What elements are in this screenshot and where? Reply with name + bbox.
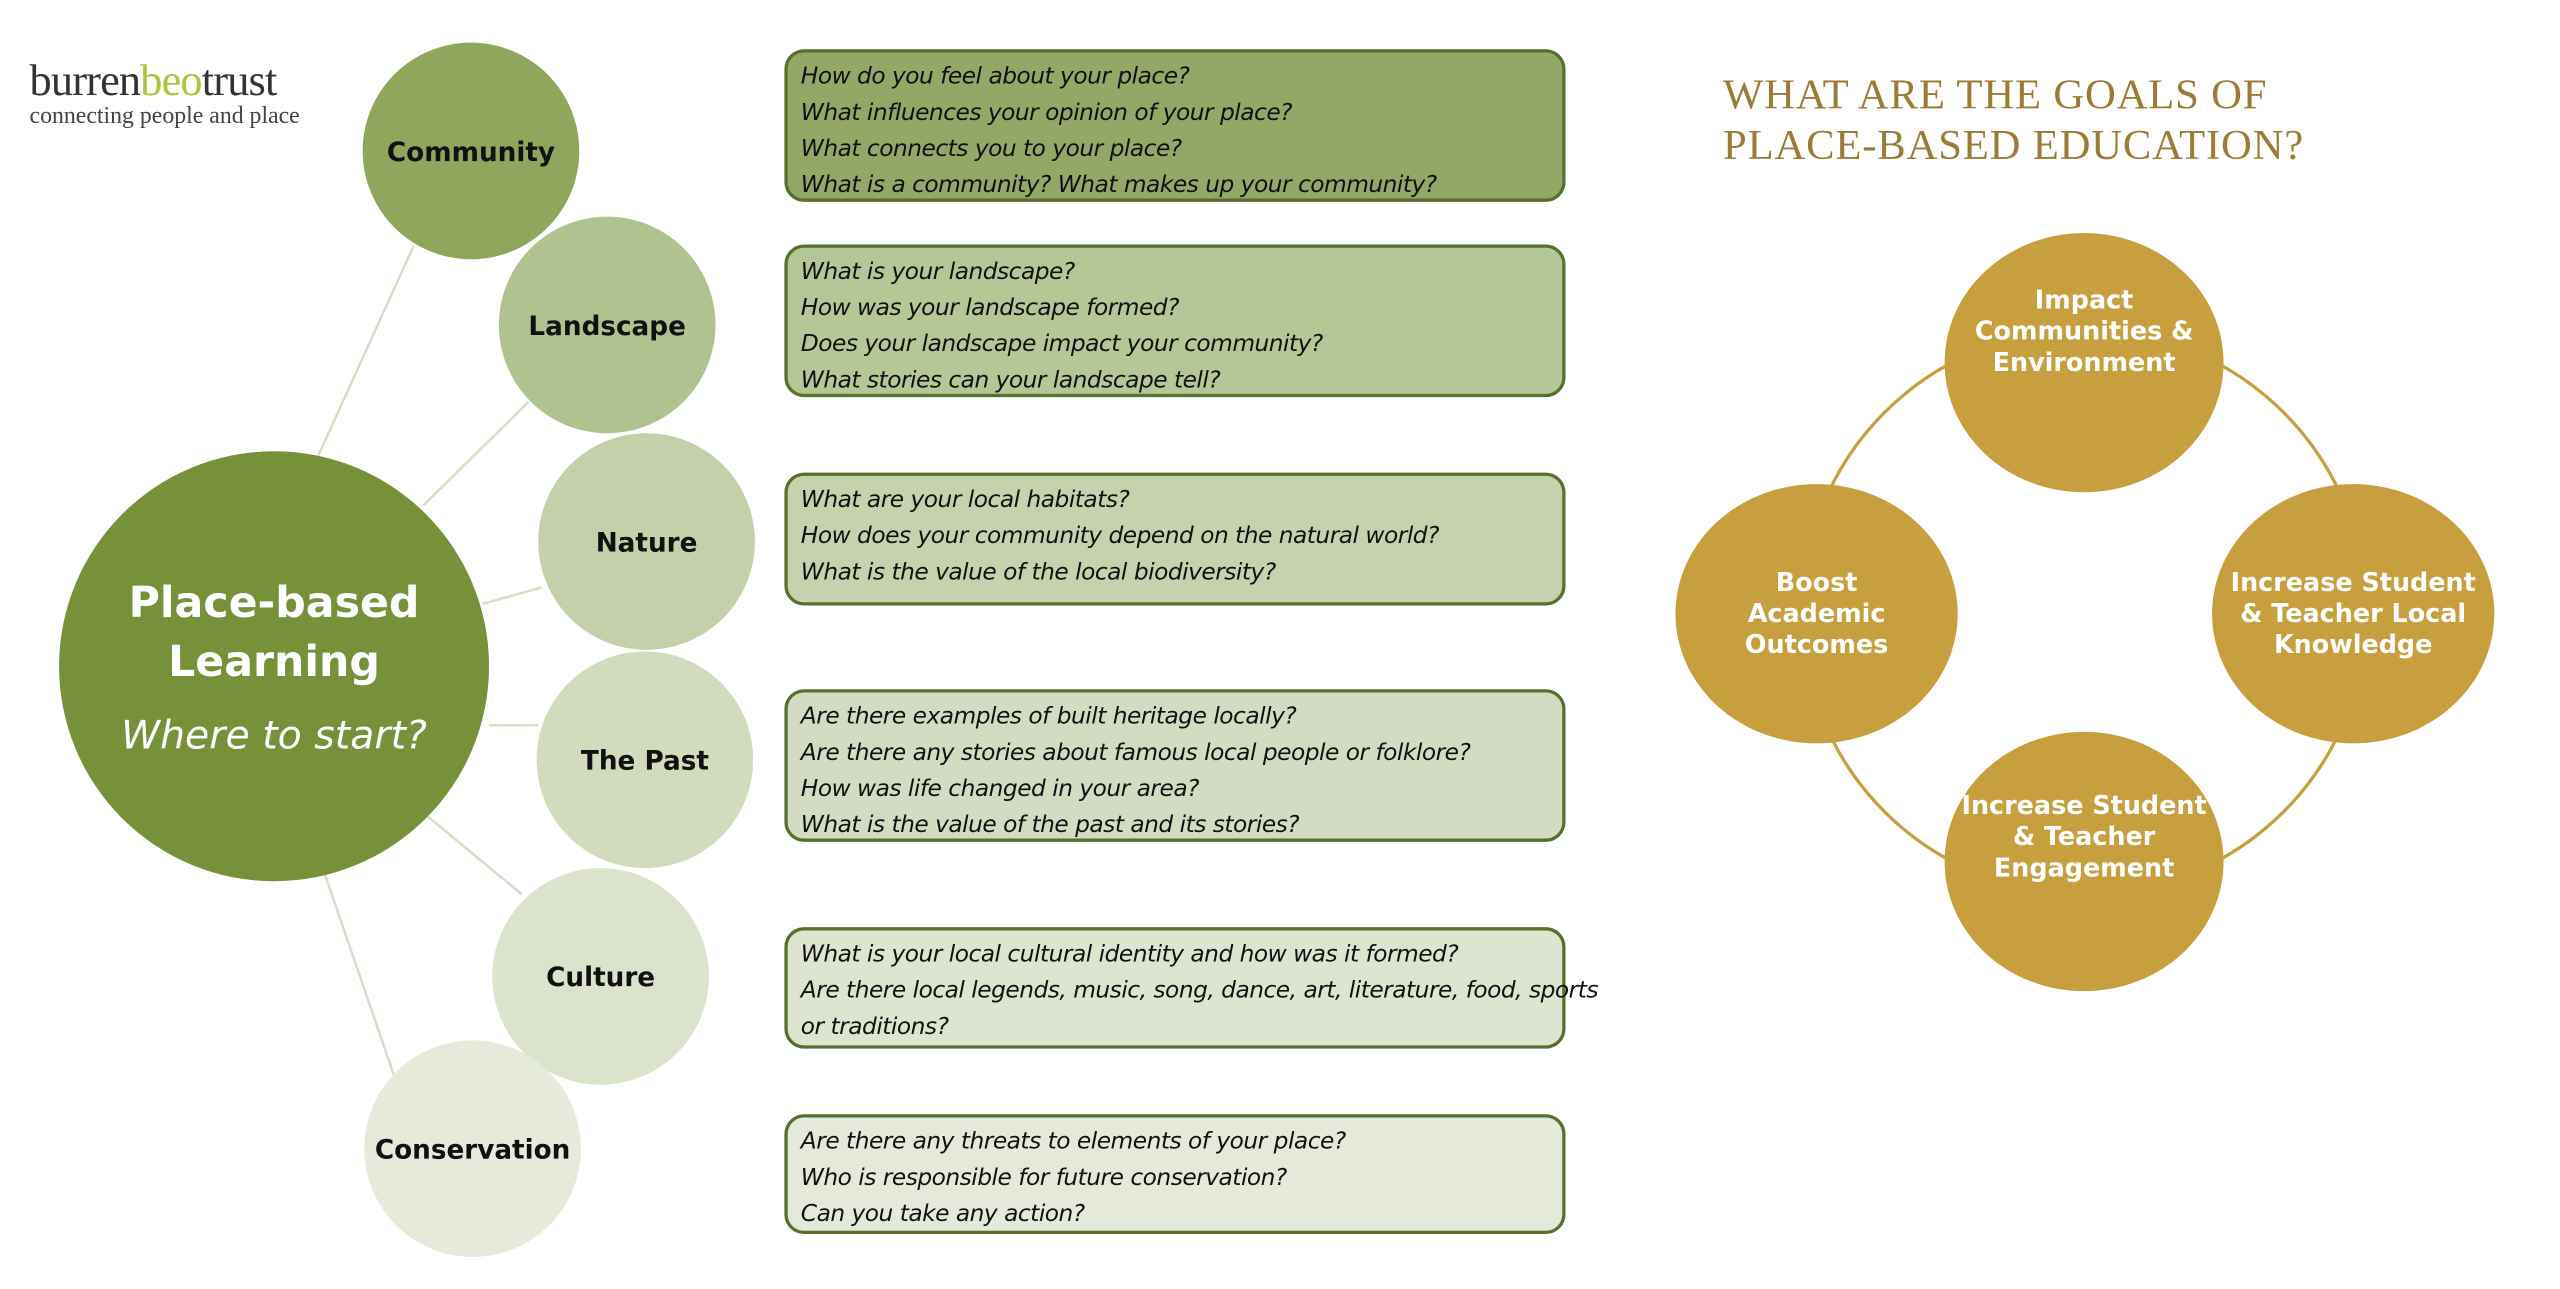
questions-box-the-past: Are there examples of built heritage loc…	[784, 689, 1566, 842]
connector-line	[322, 869, 396, 1076]
question: Does your landscape impact your communit…	[800, 331, 1323, 358]
goal-text: Boost	[1775, 566, 1858, 597]
question: Who is responsible for future conservati…	[800, 1165, 1288, 1192]
goal-text: Outcomes	[1744, 629, 1889, 659]
goal-text: Environment	[1992, 347, 2176, 377]
question: What is your local cultural identity and…	[800, 941, 1459, 969]
topic-label: Culture	[546, 960, 656, 992]
topic-label: The Past	[580, 744, 709, 776]
question: What is your landscape?	[800, 259, 1075, 286]
goal-text: Increase Student	[2230, 566, 2476, 597]
logo-text: burren	[29, 55, 142, 106]
connector-line	[425, 814, 523, 896]
center-subtitle: Where to start?	[121, 712, 427, 759]
goal-circle-academic-outcomes: Boost Academic Outcomes	[1675, 484, 1958, 744]
question: Are there examples of built heritage loc…	[800, 703, 1297, 731]
topic-circle-culture: Culture	[492, 868, 709, 1085]
question: How do you feel about your place?	[800, 63, 1190, 91]
question: How does your community depend on the na…	[800, 523, 1440, 550]
questions-box-community: How do you feel about your place? What i…	[784, 49, 1566, 202]
logo-tagline: connecting people and place	[29, 103, 300, 130]
question: What influences your opinion of your pla…	[800, 100, 1293, 127]
center-title: Learning	[168, 638, 380, 688]
question: What is a community? What makes up your …	[800, 172, 1437, 199]
topic-circle-conservation: Conservation	[364, 1040, 581, 1258]
goals-title: WHAT ARE THE GOALS OF PLACE-BASED EDUCAT…	[1723, 69, 2304, 171]
goal-circle-local-knowledge: Increase Student & Teacher Local Knowled…	[2212, 484, 2495, 744]
question: How was your landscape formed?	[800, 295, 1180, 322]
logo-text: beo	[140, 55, 202, 106]
question: What is the value of the past and its st…	[800, 812, 1300, 839]
center-title: Place-based	[128, 579, 420, 629]
question: Are there local legends, music, song, da…	[800, 978, 1599, 1005]
question: Can you take any action?	[800, 1201, 1085, 1228]
question: What are your local habitats?	[800, 487, 1130, 514]
connector-line	[313, 245, 415, 464]
logo-text: trust	[201, 55, 278, 106]
goal-circle-engagement: Increase Student & Teacher Engagement	[1944, 731, 2224, 992]
goals-title-line: PLACE-BASED EDUCATION?	[1723, 121, 2305, 170]
questions-box-nature: What are your local habitats? How does y…	[784, 472, 1566, 606]
topic-circle-the-past: The Past	[536, 651, 754, 869]
goal-text: Knowledge	[2273, 629, 2433, 659]
question: Are there any threats to elements of you…	[800, 1129, 1346, 1156]
center-circle: Place-based Learning Where to start?	[59, 451, 490, 882]
topic-circle-nature: Nature	[538, 433, 755, 650]
questions-box-conservation: Are there any threats to elements of you…	[784, 1114, 1566, 1235]
connector-line	[482, 586, 542, 606]
goal-text: Communities &	[1974, 315, 2194, 346]
goal-text: Increase Student	[1961, 790, 2207, 820]
question: Are there any stories about famous local…	[800, 740, 1471, 767]
topic-label: Nature	[595, 525, 698, 558]
topic-circle-community: Community	[362, 42, 580, 260]
goal-text: & Teacher Local	[2240, 598, 2467, 628]
questions-box-landscape: What is your landscape? How was your lan…	[784, 244, 1566, 398]
topic-label: Conservation	[374, 1133, 571, 1165]
goal-text: Engagement	[1993, 852, 2175, 883]
goal-text: & Teacher	[2012, 821, 2156, 851]
topic-label: Community	[386, 135, 555, 167]
goal-text: Academic	[1747, 598, 1886, 628]
questions-box-culture: What is your local cultural identity and…	[784, 927, 1599, 1049]
topic-label: Landscape	[528, 309, 686, 341]
burren-beo-trust-logo: burrenbeotrust connecting people and pla…	[30, 57, 300, 129]
question: What stories can your landscape tell?	[800, 367, 1221, 394]
goal-circle-impact-communities: Impact Communities & Environment	[1944, 233, 2224, 493]
question: or traditions?	[800, 1014, 949, 1041]
goal-text: Impact	[2034, 284, 2134, 315]
topic-circle-landscape: Landscape	[498, 216, 716, 434]
question: What connects you to your place?	[800, 136, 1182, 163]
question: How was life changed in your area?	[800, 776, 1200, 803]
goals-title-line: WHAT ARE THE GOALS OF	[1723, 70, 2268, 119]
question: What is the value of the local biodivers…	[800, 559, 1276, 586]
connector-line	[422, 401, 530, 507]
